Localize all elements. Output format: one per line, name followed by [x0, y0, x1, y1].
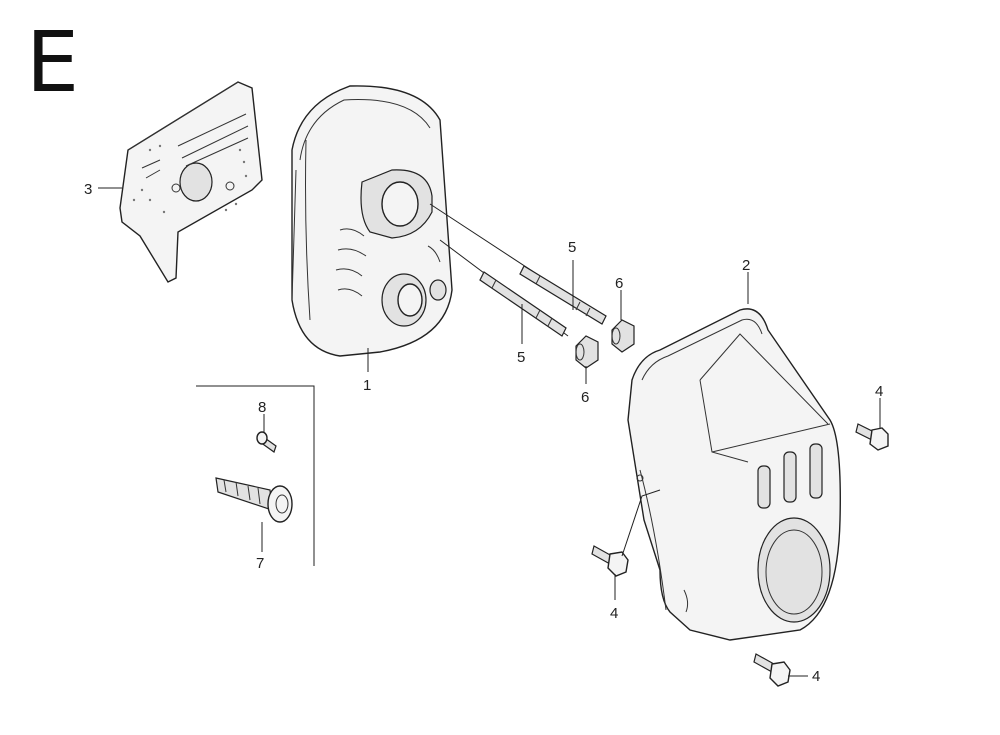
callout-5-lower: 5: [517, 349, 525, 366]
spark-arrester-screw: [256, 431, 277, 453]
spark-arrester: [215, 477, 293, 523]
callout-4-left: 4: [610, 605, 618, 622]
flange-nut-upper: [611, 319, 635, 353]
callout-7: 7: [256, 555, 264, 572]
flange-nut-lower: [575, 335, 599, 369]
callout-6-lower: 6: [581, 389, 589, 406]
muffler-body: [291, 85, 453, 357]
callout-4-bottom: 4: [812, 668, 820, 685]
leader-lines: [98, 187, 881, 677]
heat-shield-plate: [119, 81, 263, 283]
callout-6-upper: 6: [615, 275, 623, 292]
flange-bolt-left: [591, 545, 629, 577]
callout-2: 2: [742, 257, 750, 274]
leader-bolt-to-cover: [621, 489, 661, 557]
callout-8: 8: [258, 399, 266, 416]
section-letter: E: [26, 13, 80, 111]
flange-bolt-bottom: [753, 653, 791, 687]
callout-numbers: 3 1 2 5 5 6 6 4 4 4 8 7: [84, 181, 883, 685]
muffler-protector-cover: [627, 308, 841, 641]
flange-bolt-right: [855, 423, 889, 451]
callout-1: 1: [363, 377, 371, 394]
callout-4-right: 4: [875, 383, 883, 400]
callout-3: 3: [84, 181, 92, 198]
inset-panel: [196, 385, 315, 566]
stud-bolt-upper: [429, 203, 607, 325]
callout-5-upper: 5: [568, 239, 576, 256]
stud-bolt-lower: [439, 239, 569, 337]
